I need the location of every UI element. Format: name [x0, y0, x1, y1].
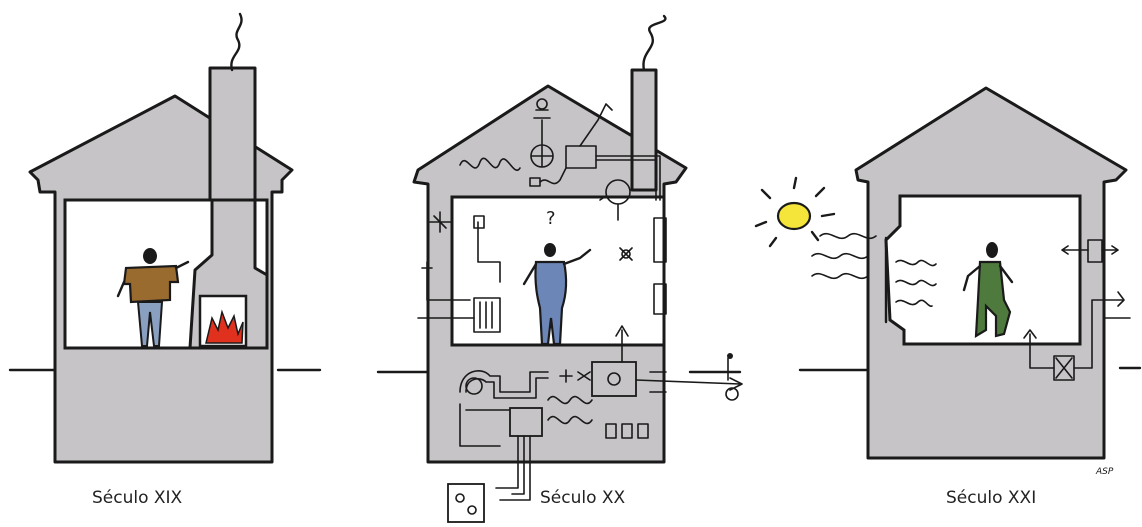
chimney [630, 68, 658, 192]
ground-lines [8, 366, 1142, 374]
signature: ASP [1095, 467, 1114, 477]
caption-19th-century: Século XIX [92, 488, 183, 508]
efficient-devices [1023, 239, 1131, 381]
sun-icon [754, 176, 836, 248]
fire-icon [205, 309, 244, 344]
wall-ductwork: ? [417, 208, 667, 333]
solar-radiation-waves [811, 232, 937, 307]
person-20th-century [522, 243, 592, 346]
svg-text:?: ? [546, 208, 556, 229]
caption-21st-century: Século XXI [946, 488, 1037, 508]
house-19th-century [28, 12, 294, 464]
attic-hvac-machinery [459, 98, 661, 221]
person-21st-century [962, 242, 1014, 339]
caption-20th-century: Século XX [540, 488, 626, 508]
smoke-icon [642, 14, 667, 72]
house-20th-century: ? [412, 14, 743, 523]
external-unit [447, 483, 485, 523]
basement-mechanical-systems [447, 325, 743, 523]
house-21st-century: ASP [754, 86, 1131, 477]
person-19th-century [116, 248, 190, 347]
smoke-icon [230, 12, 243, 72]
